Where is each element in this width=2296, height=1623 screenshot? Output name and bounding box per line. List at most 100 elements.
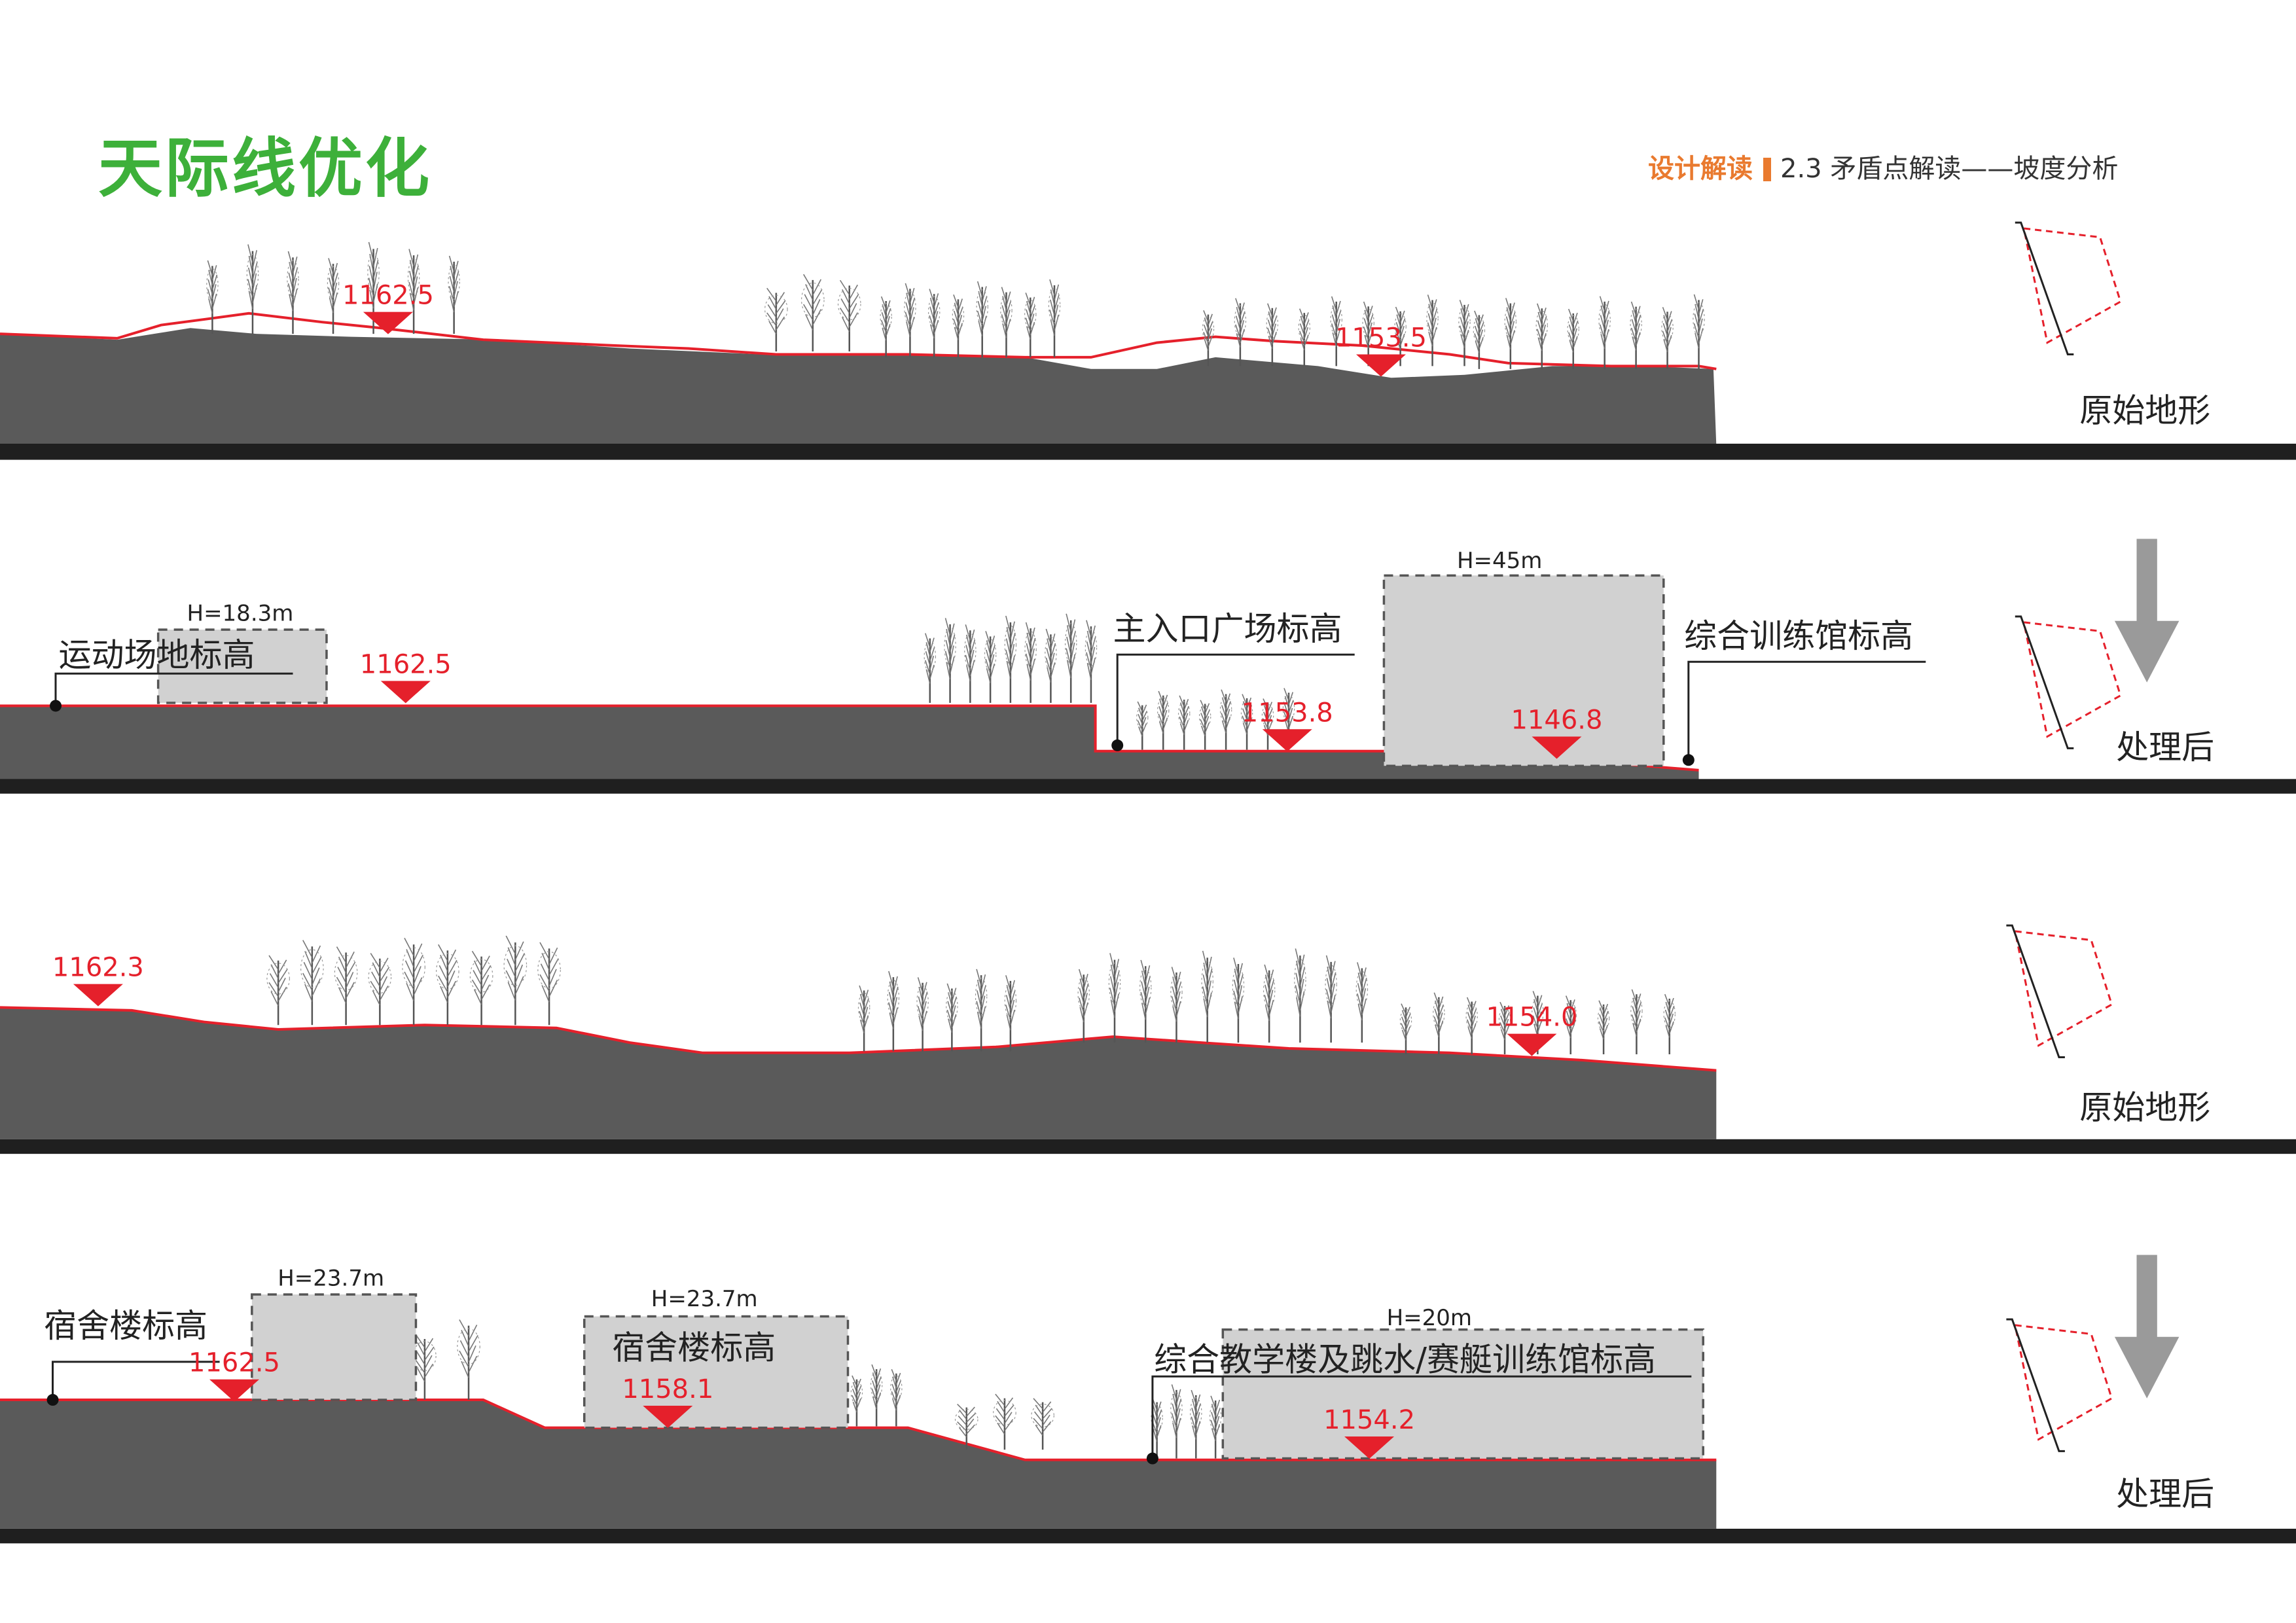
tree-88 [850,1375,863,1427]
tree-60 [537,942,561,1026]
tree-31 [1598,296,1611,369]
tree-0 [206,260,219,334]
tree-70 [1170,967,1183,1043]
tree-43 [1085,620,1098,703]
panel-3-elev-1-marker [73,984,123,1007]
panel-4-height-1: H=23.7m [278,1266,384,1292]
panel-4-callout-3-text: 综合教学楼及跳水/赛艇训练馆标高 [1154,1340,1656,1378]
tree-54 [334,946,358,1026]
tree-35 [924,633,937,703]
tree-79 [1465,997,1478,1054]
panel-3-tag: 原始地形 [2079,1088,2210,1126]
tree-16 [1024,293,1037,357]
panel-3-elev-2-marker [1507,1033,1557,1056]
panel-2-elev-2-label: 1153.8 [1242,698,1333,728]
tree-45 [1157,690,1170,750]
panel-4-elev-2-label: 1158.1 [622,1374,713,1404]
tree-48 [1219,689,1232,750]
tree-30 [1567,308,1579,369]
panel-2-elev-3-label: 1146.8 [1511,705,1602,735]
tree-15 [1000,287,1013,357]
panel-2-height-1: H=18.3m [187,601,294,627]
tree-36 [944,618,956,703]
tree-41 [1045,628,1057,703]
tree-92 [993,1393,1016,1450]
tree-86 [413,1334,437,1400]
panel-3-elev-1-label: 1162.3 [52,953,144,983]
tree-62 [887,971,900,1052]
panel-4-keyplan [2006,1318,2113,1452]
panel-4-callout-1-text: 宿舍楼标高 [44,1307,207,1345]
section-subtitle: 2.3 矛盾点解读——坡度分析 [1780,154,2119,184]
panel-2-building-2 [1382,574,1665,767]
tree-13 [952,294,965,357]
panel-2-callout-3-dot [1682,754,1695,766]
panel-4-callout-1-dot [46,1394,59,1406]
tree-66 [1004,975,1017,1052]
tree-11 [904,283,916,357]
panel-4-height-3: H=20m [1387,1305,1472,1331]
tree-9 [837,279,861,351]
tree-17 [1048,279,1061,357]
panel-4-callout-3-dot [1146,1452,1158,1465]
tree-97 [1209,1395,1222,1459]
tree-85 [1663,993,1676,1054]
tree-69 [1139,959,1152,1043]
tree-39 [1004,615,1017,703]
panel-2-elev-1-marker [380,681,431,704]
panel-1-elev-2-marker [1355,354,1406,377]
tree-74 [1294,948,1306,1043]
tree-57 [436,944,459,1026]
panel-1-tag: 原始地形 [2079,391,2210,429]
tree-29 [1535,303,1548,369]
panel-4-callout-1-leader [52,1361,220,1400]
panel-4-elev-2-marker [643,1406,693,1428]
tree-72 [1232,957,1245,1043]
panel-2-keyplan [2015,615,2122,749]
tree-6 [448,255,460,334]
tree-25 [1426,294,1439,366]
tree-28 [1504,298,1517,369]
tree-95 [1170,1384,1183,1459]
header-breadcrumb: 设计解读 2.3 矛盾点解读——坡度分析 [1648,147,2118,185]
panel-2-elev-2-marker [1262,729,1312,752]
tree-3 [327,258,340,334]
tree-75 [1325,955,1337,1043]
panel-3-base-band [0,1139,2296,1154]
section-label: 设计解读 [1648,154,1753,184]
panel-2-callout-2-leader [1116,653,1355,745]
panel-2-base-band [0,779,2296,794]
tree-27 [1473,310,1486,369]
tree-59 [503,935,528,1026]
tree-37 [964,624,977,703]
tree-82 [1564,995,1577,1054]
panel-4-tag: 处理后 [2116,1475,2214,1513]
tree-87 [457,1319,480,1400]
panel-4-building-1 [251,1293,418,1401]
tree-22 [1330,296,1342,366]
tree-78 [1433,992,1445,1054]
panel-2-ground [0,705,1699,781]
tree-49 [1240,694,1253,750]
tree-80 [1498,1001,1511,1054]
panel-3-ground [0,1007,1717,1139]
tree-58 [469,950,493,1026]
tree-20 [1266,303,1279,366]
panel-1-ground [0,328,1717,446]
tree-19 [1234,298,1247,366]
panel-1-elev-2-label: 1153.5 [1335,323,1427,353]
panel-1-base-band [0,443,2296,460]
tree-76 [1355,962,1369,1043]
tree-91 [954,1403,978,1450]
panel-2-height-2: H=45m [1457,548,1542,574]
tree-90 [890,1369,903,1427]
tree-84 [1630,989,1643,1054]
tree-89 [870,1364,883,1427]
tree-61 [857,985,870,1052]
panel-3-elev-2-label: 1154.0 [1486,1003,1577,1033]
tree-40 [1024,622,1037,703]
panel-1-profile-line [0,312,1717,370]
tree-53 [300,940,324,1026]
tree-7 [764,287,788,351]
tree-8 [800,274,825,351]
